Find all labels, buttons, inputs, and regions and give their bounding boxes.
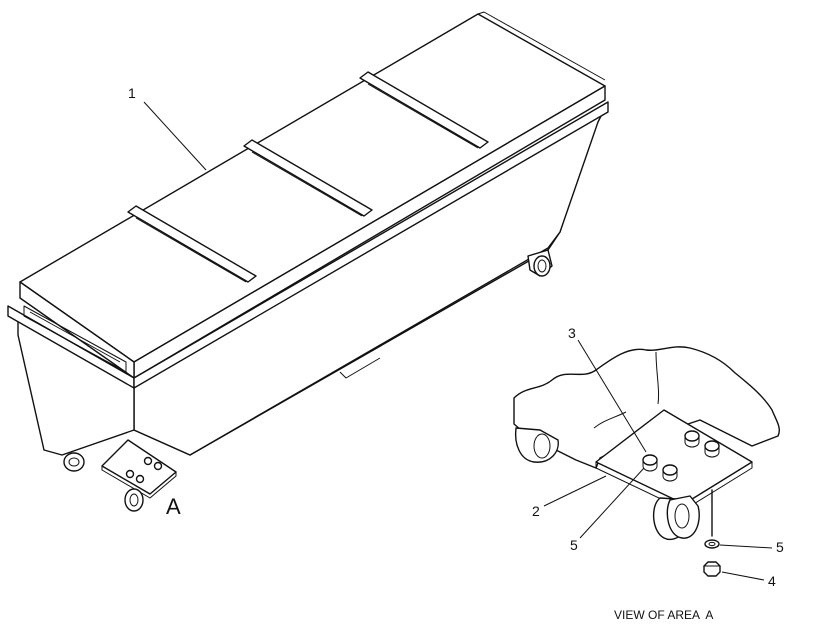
callout-2: 2 (532, 503, 540, 519)
leader-line-4 (721, 571, 765, 581)
storage-box (7, 11, 609, 456)
callout-1: 1 (128, 85, 136, 101)
callout-5-left: 5 (570, 537, 578, 553)
view-caption: VIEW OF AREA A (614, 608, 713, 622)
caster-front-left (63, 452, 85, 472)
leader-line-5b (719, 544, 773, 549)
callout-3: 3 (568, 325, 576, 341)
area-marker-a: A (166, 494, 181, 519)
caster-rear-right (527, 249, 553, 277)
leader-line-5a (579, 467, 645, 539)
leader-line-1 (143, 101, 207, 171)
leader-line-3 (577, 339, 647, 453)
callout-4: 4 (768, 573, 776, 589)
callout-5-right: 5 (776, 539, 784, 555)
caster-area-a (101, 439, 177, 512)
detail-view-a (513, 346, 781, 577)
leader-line-2 (543, 475, 607, 507)
